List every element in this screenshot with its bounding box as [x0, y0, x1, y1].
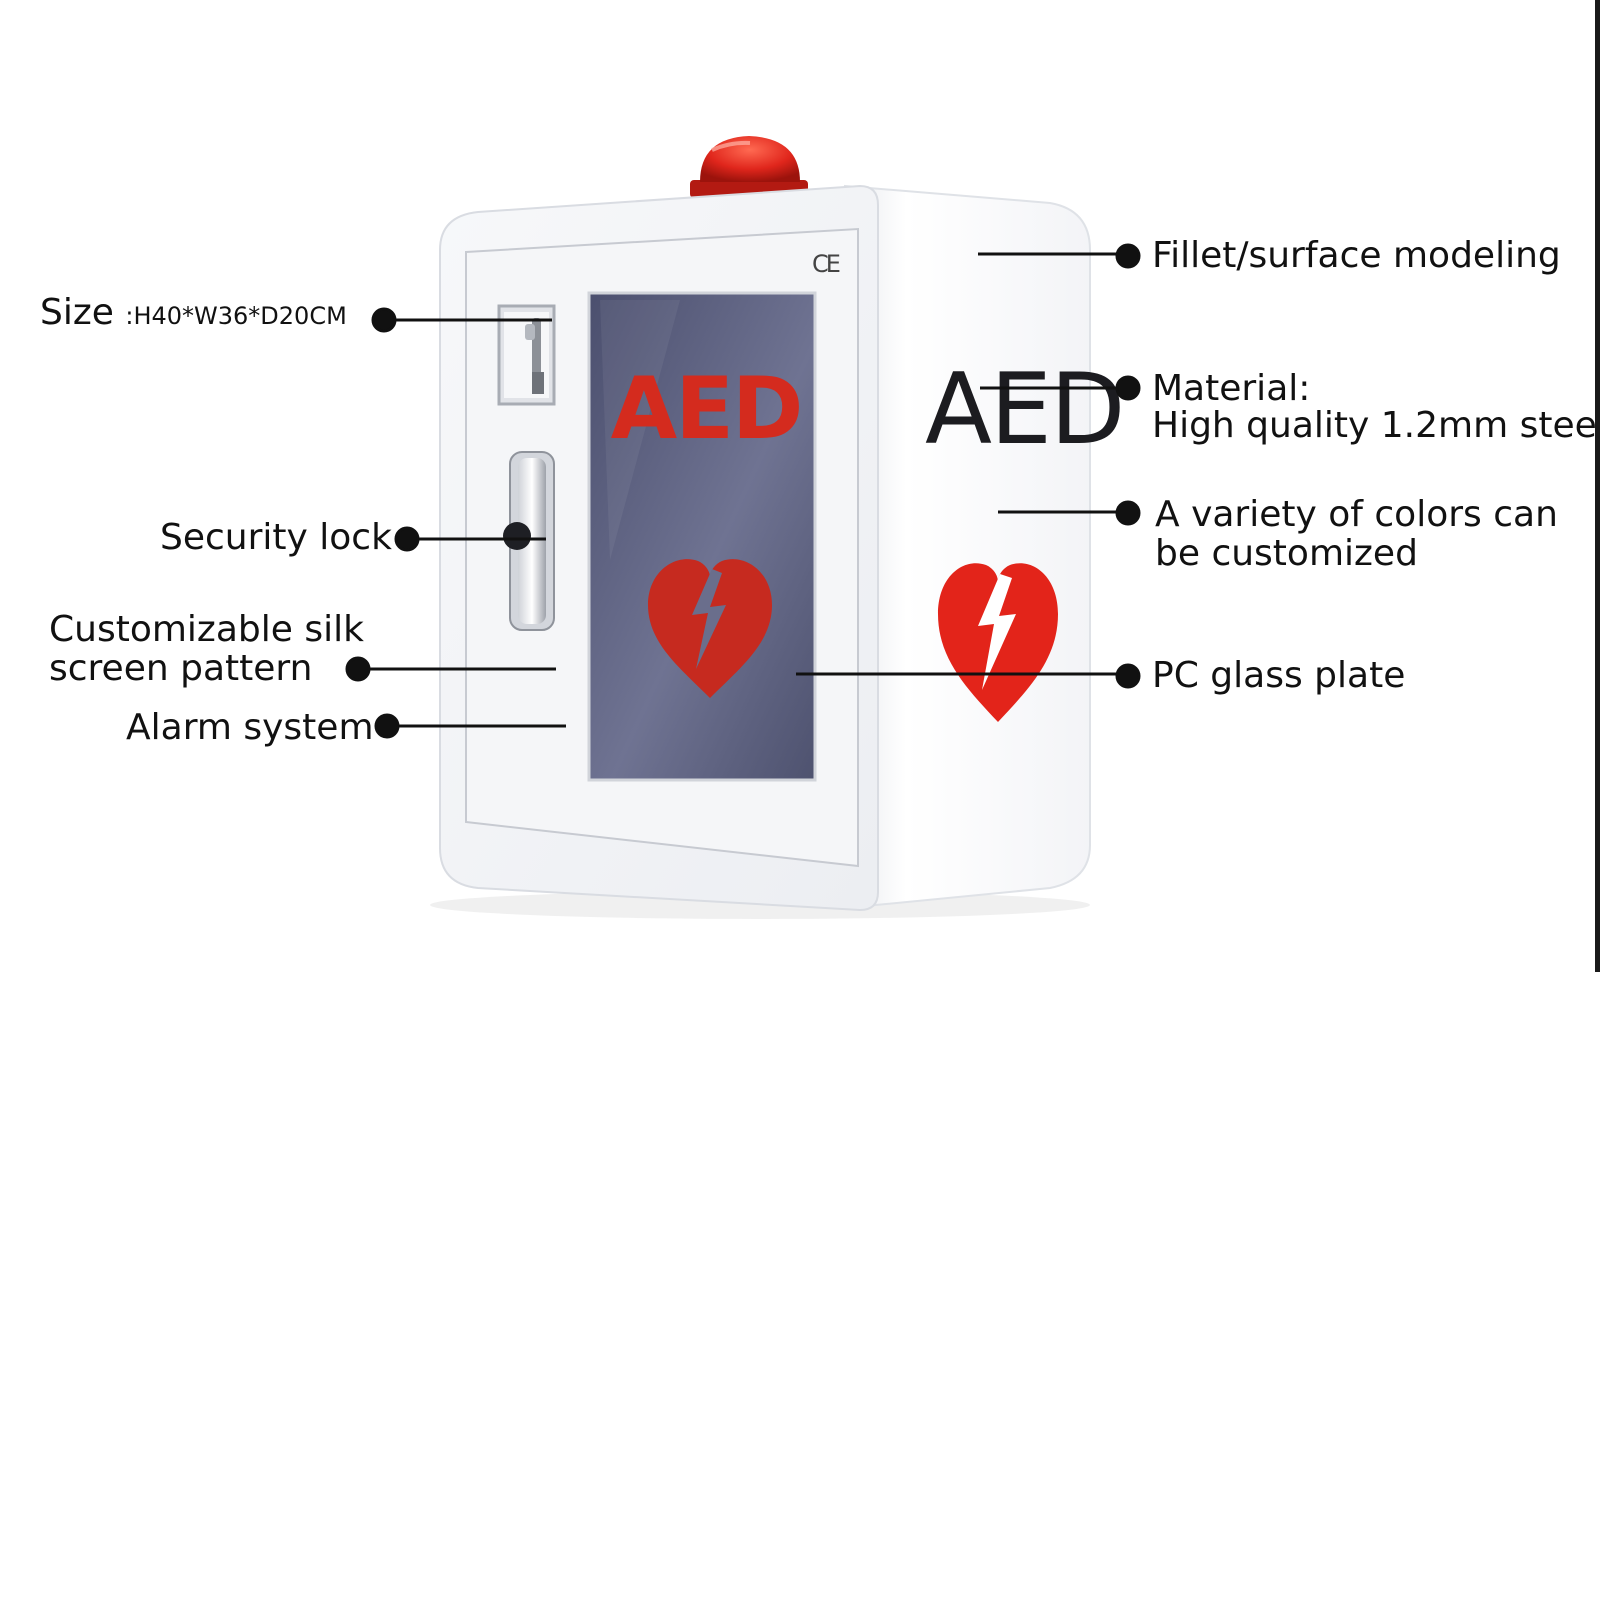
key-window — [497, 304, 556, 406]
door-handle[interactable] — [509, 451, 555, 631]
callout-size-value: :H40*W36*D20CM — [125, 302, 347, 330]
callout-alarm: Alarm system — [126, 707, 374, 748]
callout-silk-screen-line1: Customizable silk — [49, 609, 364, 650]
callout-colors-line1: A variety of colors can — [1155, 494, 1558, 535]
ce-mark: CE — [812, 250, 840, 278]
key-icon — [525, 318, 544, 394]
front-aed-text: AED — [611, 359, 802, 459]
side-heart-icon — [938, 563, 1058, 722]
callout-security-lock: Security lock — [160, 517, 392, 558]
right-edge-bar — [1595, 0, 1600, 972]
callout-silk-screen-line2: screen pattern — [49, 648, 313, 689]
callout-material-line1: Material: — [1152, 368, 1311, 409]
callout-fillet: Fillet/surface modeling — [1152, 235, 1561, 276]
side-aed-text: AED — [925, 353, 1123, 467]
callout-lines — [345, 243, 1141, 739]
callout-pc-glass: PC glass plate — [1152, 655, 1406, 696]
callout-material-line2: High quality 1.2mm steel — [1152, 405, 1600, 446]
cabinet-side-panel — [844, 184, 1091, 910]
alarm-light — [690, 136, 808, 198]
pc-glass-plate — [587, 291, 817, 782]
security-lock-icon[interactable] — [503, 522, 531, 550]
callout-size-label: Size — [40, 292, 114, 333]
front-heart-icon — [648, 559, 772, 698]
callout-size: Size :H40*W36*D20CM — [40, 293, 347, 336]
callout-colors-line2: be customized — [1155, 533, 1418, 574]
